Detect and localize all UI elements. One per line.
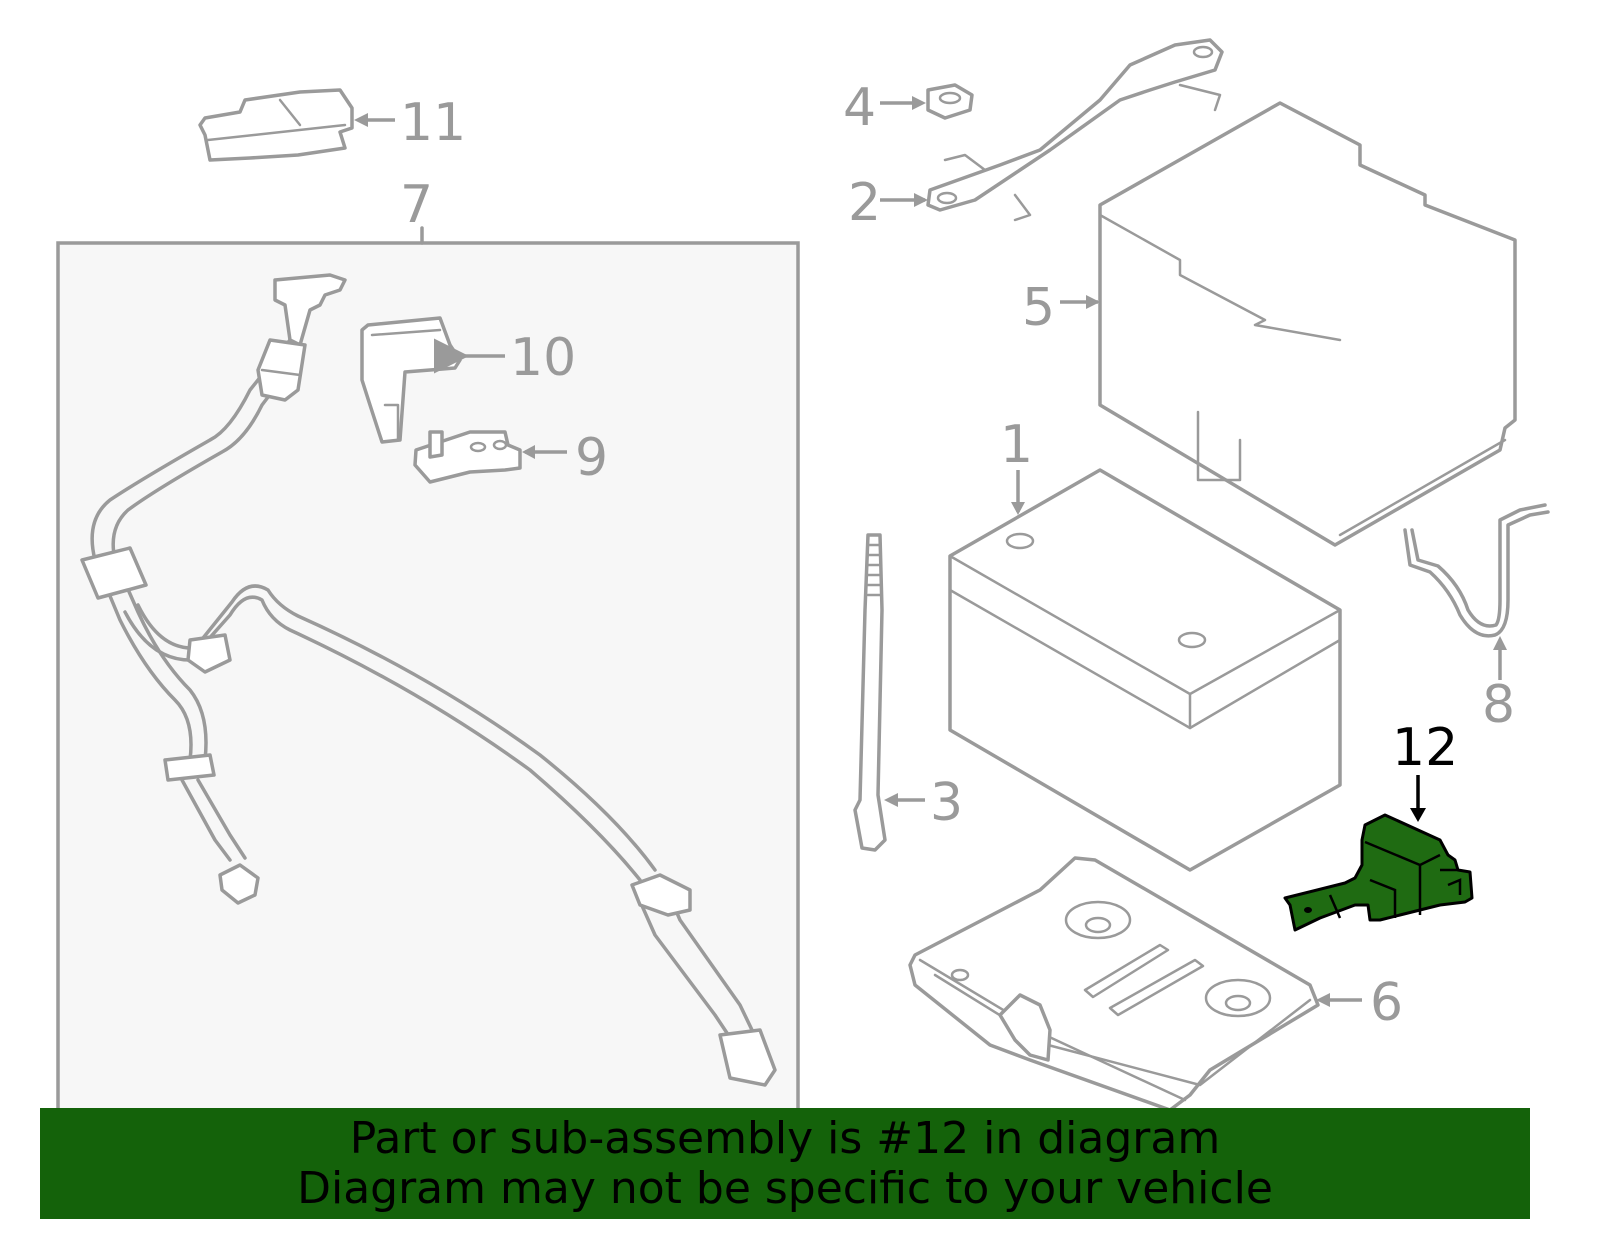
part-5-battery-cover: 5	[1022, 101, 1517, 547]
callout-4[interactable]: 4	[843, 78, 876, 138]
callout-5[interactable]: 5	[1022, 278, 1055, 338]
callout-11[interactable]: 11	[400, 93, 466, 153]
part-10-cover: 10	[360, 316, 576, 444]
harness-cable	[80, 273, 777, 1087]
callout-7[interactable]: 7	[400, 175, 433, 235]
callout-1[interactable]: 1	[1000, 415, 1033, 475]
callout-3[interactable]: 3	[930, 773, 963, 833]
part-4-nut: 4	[843, 78, 974, 138]
part-12-highlighted[interactable]: 12	[1283, 718, 1474, 932]
part-9-terminal: 9	[413, 428, 608, 488]
banner-line-1: Part or sub-assembly is #12 in diagram	[349, 1112, 1221, 1164]
part-8-ground-wire: 8	[1403, 503, 1550, 735]
callout-9[interactable]: 9	[575, 428, 608, 488]
part-3-rod: 3	[853, 533, 963, 852]
callout-6[interactable]: 6	[1370, 973, 1403, 1033]
part-2-hold-down-bar: 2	[848, 38, 1224, 233]
callout-12[interactable]: 12	[1392, 718, 1458, 778]
part-1-battery: 1	[948, 415, 1342, 872]
part-6-battery-tray: 6	[908, 856, 1403, 1112]
info-banner: Part or sub-assembly is #12 in diagram D…	[40, 1108, 1530, 1219]
callout-10[interactable]: 10	[510, 328, 576, 388]
banner-line-2: Diagram may not be specific to your vehi…	[297, 1162, 1273, 1214]
cable-harness-panel: 7	[56, 175, 800, 1115]
part-11-cover: 11	[198, 88, 466, 162]
callout-8[interactable]: 8	[1482, 675, 1515, 735]
callout-2[interactable]: 2	[848, 173, 881, 233]
panel-7-frame	[56, 241, 800, 1115]
